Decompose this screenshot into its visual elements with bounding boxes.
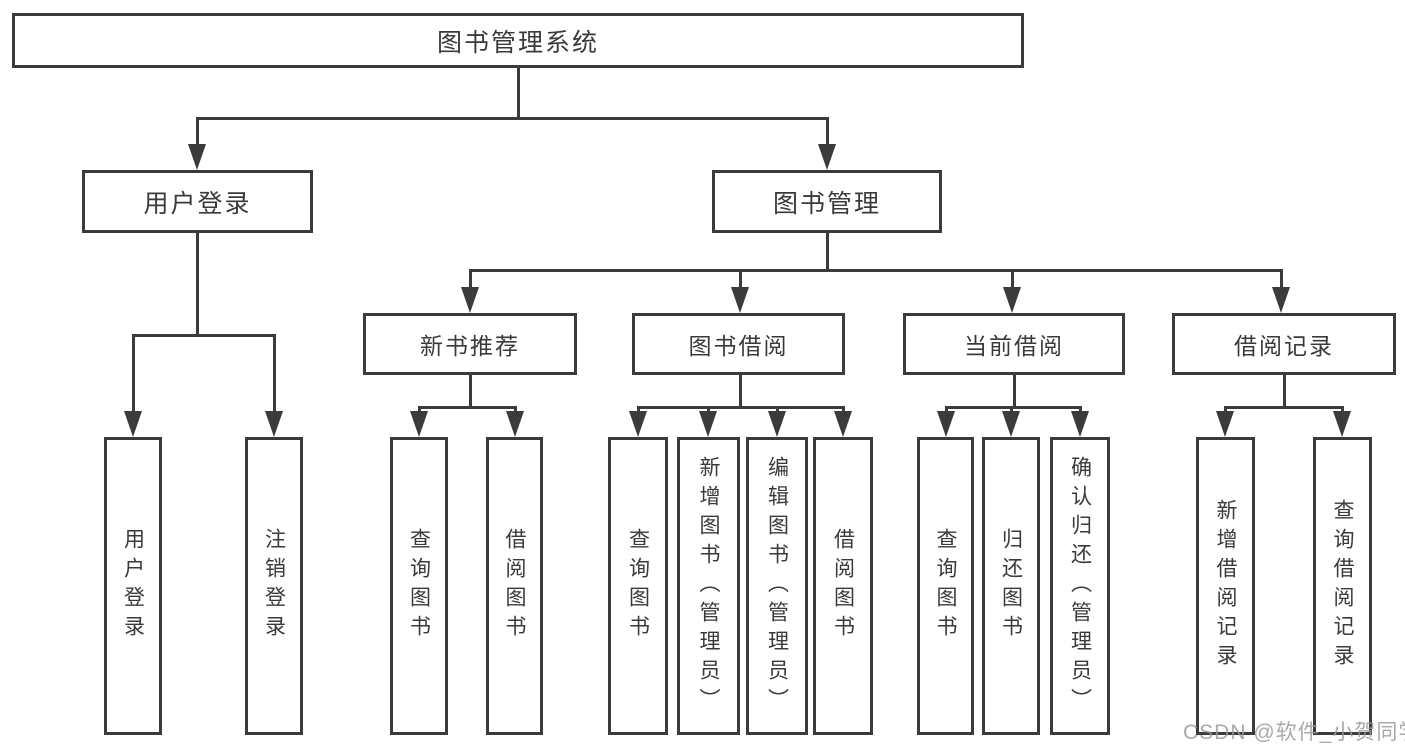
leaf-label: 查询图书 [934,528,957,644]
connector-line [1011,269,1014,291]
arrowhead-down-icon [461,287,479,313]
leaf-label: 确认归还（管理员） [1068,455,1092,717]
arrowhead-down-icon [1333,411,1351,437]
leaf-query-books: 查询图书 [917,437,974,735]
connector-line [826,117,829,149]
connector-line [196,233,199,335]
arrowhead-down-icon [1002,411,1020,437]
arrowhead-down-icon [629,411,647,437]
connector-line [469,269,472,291]
node-book-management: 图书管理 [712,170,942,233]
arrowhead-down-icon [1272,287,1290,313]
arrowhead-down-icon [699,411,717,437]
leaf-label: 归还图书 [999,528,1023,644]
connector-line [196,117,199,149]
connector-line [273,334,276,414]
connector-line [132,334,275,337]
leaf-add-borrow-record: 新增借阅记录 [1196,437,1255,735]
leaf-borrow-books: 借阅图书 [813,437,873,735]
connector-line [469,375,472,407]
node-label: 图书管理系统 [436,28,599,57]
leaf-label: 用户登录 [121,528,145,644]
arrowhead-down-icon [834,411,852,437]
connector-line [739,375,742,407]
node-borrowing-records: 借阅记录 [1172,313,1396,375]
connector-line [1013,375,1016,407]
leaf-label: 注销登录 [262,528,286,644]
node-library-management-system: 图书管理系统 [12,13,1024,68]
connector-line [517,68,520,118]
connector-line [469,269,1282,272]
node-book-borrowing: 图书借阅 [632,313,845,375]
arrowhead-down-icon [1071,411,1089,437]
arrowhead-down-icon [818,144,836,170]
arrowhead-down-icon [506,411,524,437]
arrowhead-down-icon [1216,411,1234,437]
node-label: 图书管理 [772,189,881,218]
connector-line [739,269,742,291]
connector-line [1224,406,1344,409]
leaf-label: 借阅图书 [503,528,526,644]
leaf-query-books: 查询图书 [390,437,448,735]
node-label: 借阅记录 [1234,333,1334,359]
leaf-label: 查询图书 [407,528,431,644]
node-label: 新书推荐 [420,333,520,359]
leaf-add-books-admin: 新增图书（管理员） [677,437,740,735]
connector-line [1283,375,1286,407]
leaf-query-books: 查询图书 [608,437,668,735]
node-current-borrowing: 当前借阅 [903,313,1125,375]
arrowhead-down-icon [768,411,786,437]
leaf-label: 编辑图书（管理员） [765,455,789,717]
node-label: 图书借阅 [688,333,789,359]
leaf-user-login: 用户登录 [104,437,162,735]
node-label: 用户登录 [143,189,252,218]
arrowhead-down-icon [188,144,206,170]
leaf-confirm-return-admin: 确认归还（管理员） [1050,437,1110,735]
arrowhead-down-icon [1003,287,1021,313]
arrowhead-down-icon [937,411,955,437]
node-label: 当前借阅 [964,333,1064,359]
connector-line [196,117,828,120]
connector-line [826,233,829,270]
connector-line [418,406,517,409]
leaf-label: 新增图书（管理员） [697,455,720,717]
leaf-edit-books-admin: 编辑图书（管理员） [746,437,808,735]
connector-line [1280,269,1283,291]
leaf-label: 新增借阅记录 [1214,499,1237,673]
leaf-query-borrow-record: 查询借阅记录 [1313,437,1372,735]
watermark: CSDN @软件_小贺同学 [1183,721,1405,744]
arrowhead-down-icon [124,411,142,437]
node-user-login: 用户登录 [82,170,313,233]
connector-line [637,406,845,409]
leaf-borrow-books: 借阅图书 [486,437,543,735]
leaf-logout: 注销登录 [245,437,303,735]
leaf-return-books: 归还图书 [982,437,1040,735]
leaf-label: 查询图书 [626,528,650,644]
node-new-book-recommendation: 新书推荐 [363,313,577,375]
connector-line [945,406,1082,409]
connector-line [132,334,135,414]
leaf-label: 借阅图书 [831,528,855,644]
arrowhead-down-icon [265,411,283,437]
arrowhead-down-icon [731,287,749,313]
leaf-label: 查询借阅记录 [1331,499,1354,673]
arrowhead-down-icon [410,411,428,437]
